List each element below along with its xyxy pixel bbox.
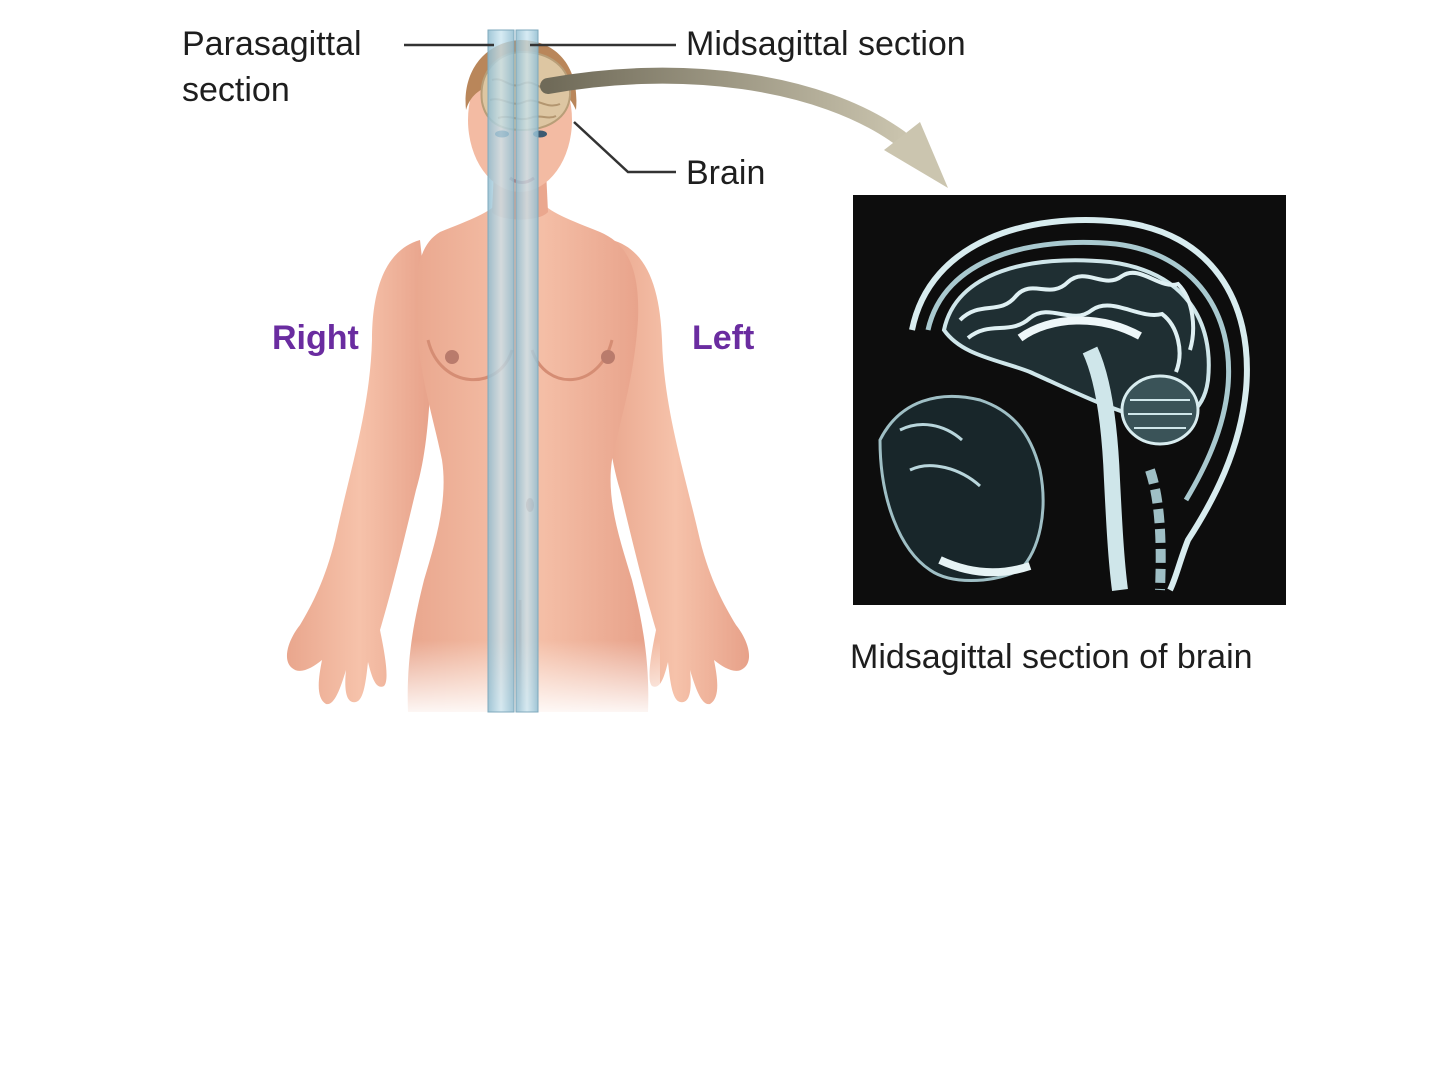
brain-label: Brain	[686, 154, 766, 192]
midsagittal-section-label: Midsagittal section	[686, 25, 966, 63]
pointer-arrow	[540, 67, 948, 188]
brain-leader-line	[573, 121, 676, 174]
left-side-label: Left	[692, 319, 755, 357]
parasagittal-plane	[487, 29, 515, 713]
parasagittal-label-line-2: section	[182, 71, 290, 109]
midsagittal-plane	[515, 29, 539, 713]
mri-caption: Midsagittal section of brain	[850, 638, 1253, 676]
parasagittal-label-line-1: Parasagittal	[182, 25, 362, 63]
right-side-label: Right	[272, 319, 359, 357]
parasagittal-section-label: Parasagittal section	[182, 21, 362, 113]
mri-image	[853, 195, 1286, 605]
